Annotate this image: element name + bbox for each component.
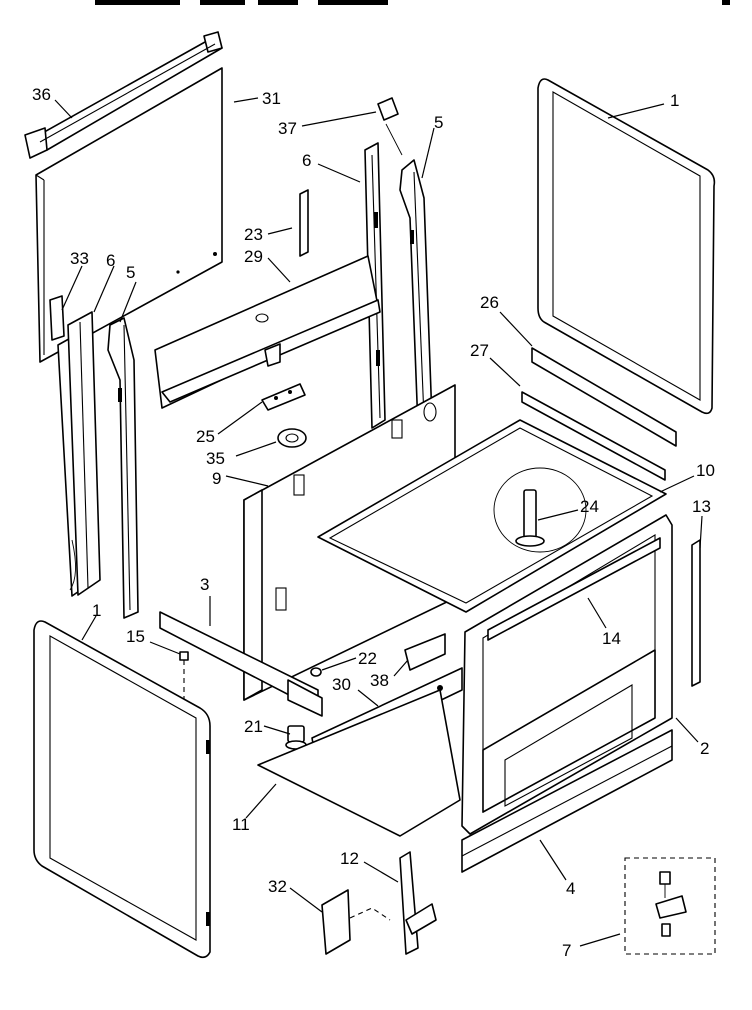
part-22-bolt <box>310 667 322 677</box>
callout-38: 38 <box>370 671 389 690</box>
callout-1-left: 1 <box>92 601 101 620</box>
callout-9: 9 <box>212 469 221 488</box>
callout-26: 26 <box>480 293 499 312</box>
part-14-front-brace <box>487 537 661 641</box>
callout-13: 13 <box>692 497 711 516</box>
callout-27: 27 <box>470 341 489 360</box>
leader-lines <box>54 97 703 947</box>
part-11-bottom-panel <box>257 689 461 837</box>
part-5-right-bracket <box>399 159 433 429</box>
callout-33: 33 <box>70 249 89 268</box>
callout-2: 2 <box>700 739 709 758</box>
part-1-bottom-frame <box>33 620 211 959</box>
part-31-rear-panel <box>35 67 223 363</box>
part-23-vertical-strip <box>299 189 309 257</box>
callout-30: 30 <box>332 675 351 694</box>
callout-5-left: 5 <box>126 263 135 282</box>
part-21-leveler <box>285 725 307 750</box>
callout-3: 3 <box>200 575 209 594</box>
callout-7: 7 <box>562 941 571 960</box>
part-32-hinge-bracket <box>321 889 391 955</box>
part-15-screw <box>179 651 189 700</box>
callout-11: 11 <box>232 815 250 834</box>
callout-14: 14 <box>602 629 621 648</box>
callout-29: 29 <box>244 247 263 266</box>
part-27-rail <box>521 391 666 481</box>
part-7-hardware-kit <box>624 857 716 955</box>
callout-25: 25 <box>196 427 215 446</box>
callout-24: 24 <box>580 497 599 516</box>
cropped-header-remnant <box>95 0 730 5</box>
callout-labels: 36 31 37 5 6 1 23 29 33 6 5 26 27 25 35 … <box>32 85 715 960</box>
callout-15: 15 <box>126 627 145 646</box>
part-25-terminal-block <box>261 383 306 411</box>
callout-37: 37 <box>278 119 297 138</box>
callout-5-top: 5 <box>434 113 443 132</box>
callout-6-top: 6 <box>302 151 311 170</box>
callout-35: 35 <box>206 449 225 468</box>
part-12-hinge-arm <box>399 851 437 955</box>
part-13-strip <box>691 539 701 687</box>
callout-21: 21 <box>244 717 263 736</box>
callout-32: 32 <box>268 877 287 896</box>
part-36-top-trim <box>24 31 223 159</box>
part-3-lower-rail <box>159 611 323 717</box>
part-6-left-brace <box>67 311 101 596</box>
callout-22: 22 <box>358 649 377 668</box>
callout-31: 31 <box>262 89 281 108</box>
callout-10: 10 <box>696 461 715 480</box>
part-5-left-bracket <box>107 317 139 619</box>
part-26-rail <box>531 347 677 447</box>
part-4-kick-plate <box>461 729 673 873</box>
callout-1-top: 1 <box>670 91 679 110</box>
callout-12: 12 <box>340 849 359 868</box>
part-38-bracket <box>404 633 446 671</box>
part-6-right-brace <box>364 142 386 429</box>
part-10-top-panel <box>317 419 667 613</box>
part-35-grommet <box>277 428 307 448</box>
callout-6-left: 6 <box>106 251 115 270</box>
part-24-leg <box>515 489 545 547</box>
part-2-front-frame <box>461 514 673 835</box>
part-37-clip <box>377 97 403 156</box>
callout-23: 23 <box>244 225 263 244</box>
callout-4: 4 <box>566 879 575 898</box>
part-29-mount-panel <box>154 255 381 409</box>
part-1-top-frame <box>537 78 716 415</box>
callout-36: 36 <box>32 85 51 104</box>
